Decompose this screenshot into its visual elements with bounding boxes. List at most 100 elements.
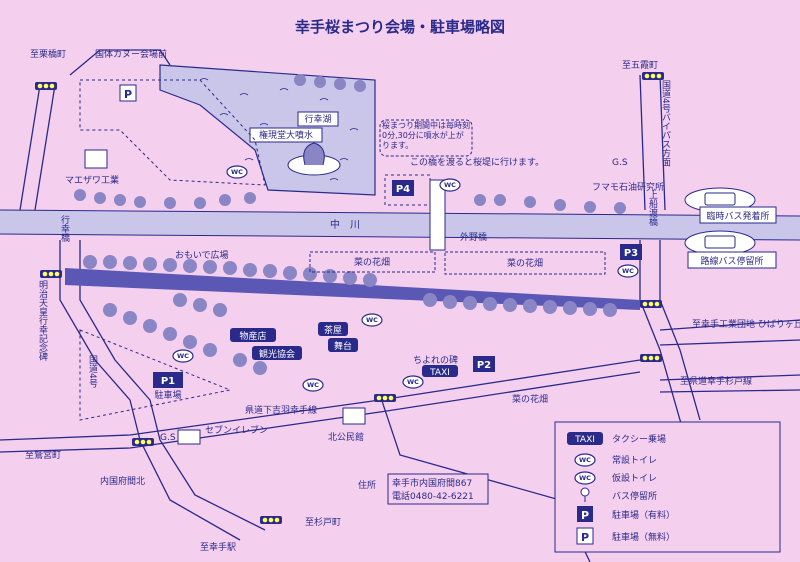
traffic-signal-east-2 xyxy=(640,354,662,362)
address-text: 幸手市内国府間867 xyxy=(392,477,472,489)
to-kurihashi-label: 至栗橋町 xyxy=(30,48,66,60)
legend-wc-perm-label: 常設トイレ xyxy=(612,454,657,466)
road-north-west xyxy=(19,84,56,211)
to-sugito-town-label: 至杉戸町 xyxy=(305,516,341,528)
uchikoku-north-label: 内国府間北 xyxy=(100,475,145,487)
svg-text:WC: WC xyxy=(307,381,319,389)
bridge-crossing xyxy=(429,179,446,251)
route-bus-bus-icon xyxy=(684,230,756,256)
svg-text:WC: WC xyxy=(622,267,634,275)
wc-marker-6[interactable]: WC xyxy=(402,375,424,389)
p2-label: P2 xyxy=(477,360,491,371)
cherry-embankment xyxy=(65,268,640,310)
bypass-road xyxy=(639,74,666,211)
kamifunato-label: 上船渡橋 xyxy=(647,190,658,227)
legend-p-paid-label: 駐車場（有料） xyxy=(612,509,675,521)
bridge-note-label: この橋を渡ると桜堤に行けます。 xyxy=(410,156,544,168)
bussan-box xyxy=(230,328,276,342)
traffic-signal-northwest xyxy=(35,82,57,90)
traffic-signal-west xyxy=(40,270,62,278)
meiji-monument-label: 明治天皇行幸記念碑 xyxy=(37,280,48,362)
svg-text:WC: WC xyxy=(579,456,591,464)
p2-marker[interactable] xyxy=(473,356,495,372)
legend-p-free-label: 駐車場（無料） xyxy=(612,531,675,543)
wc-marker-1[interactable]: WC xyxy=(226,165,248,179)
legend-taxi-icon xyxy=(567,432,603,445)
p1-parking-label: 駐車場 xyxy=(154,389,181,401)
to-goka-label: 至五霞町 xyxy=(622,60,658,71)
gyoko-lake-label: 行幸湖 xyxy=(304,113,331,125)
traffic-signal-east-1 xyxy=(640,300,662,308)
nanohana-label-1: 菜の花畑 xyxy=(354,256,390,268)
route4-label: 国道4号 xyxy=(87,355,98,389)
p4-area xyxy=(384,174,431,206)
chaya-box xyxy=(318,322,348,336)
omoide-label: おもいで広場 xyxy=(175,249,229,261)
fountain-icon xyxy=(287,142,341,176)
butai-label: 舞台 xyxy=(334,340,352,352)
nanohana-field-1 xyxy=(309,251,436,273)
taxi-stand[interactable] xyxy=(422,365,458,377)
legend-p-free-letter: P xyxy=(581,531,589,544)
traffic-signal-south xyxy=(260,516,282,524)
wc-marker-7[interactable]: WC xyxy=(617,264,639,278)
route-bus-box xyxy=(687,251,777,269)
wc-marker-2[interactable]: WC xyxy=(439,178,461,192)
svg-text:WC: WC xyxy=(231,168,243,176)
cherry-notice-box xyxy=(379,119,473,157)
kita-kominkan-building xyxy=(342,407,366,425)
traffic-signal-center xyxy=(374,394,396,402)
fumoto-oil-label: フマモ石油研究所 xyxy=(592,181,664,193)
parking-north-area xyxy=(79,79,266,186)
p1-label: P1 xyxy=(161,376,175,387)
maezawa-label: マエザワ工業 xyxy=(65,174,119,186)
kita-kominkan-label: 北公民館 xyxy=(328,431,364,443)
p1-marker[interactable] xyxy=(153,372,183,388)
wc-marker-3[interactable]: WC xyxy=(361,313,383,327)
wc-marker-5[interactable]: WC xyxy=(302,378,324,392)
legend-p-paid-icon xyxy=(577,506,593,522)
svg-text:WC: WC xyxy=(444,181,456,189)
address-heading: 住所 xyxy=(358,479,376,491)
maezawa-building xyxy=(84,149,108,169)
address-box xyxy=(387,473,489,505)
p1-area xyxy=(79,329,232,421)
svg-text:WC: WC xyxy=(407,378,419,386)
legend-wc-temp-label: 仮設トイレ xyxy=(612,472,657,484)
traffic-signal-southwest xyxy=(132,438,154,446)
legend-p-free-icon xyxy=(576,527,594,545)
to-sugito-road-label: 至県道幸手杉戸線 xyxy=(680,375,752,387)
sotono-bridge-label: 外野橋 xyxy=(460,231,487,243)
nanohana-label-3: 菜の花畑 xyxy=(512,393,548,405)
gyoko-bridge-label: 行幸橋 xyxy=(59,214,70,243)
svg-text:WC: WC xyxy=(579,474,591,482)
to-washinomiya-label: 至鷲宮町 xyxy=(25,449,61,461)
route4-road-b xyxy=(79,240,266,531)
parking-free-north[interactable] xyxy=(119,84,137,102)
fountain-label: 権現堂大噴水 xyxy=(259,129,313,141)
road-east-sugito xyxy=(659,374,800,393)
bypass-label: 国道4号バイパス方面 xyxy=(660,80,671,168)
bussan-label: 物産店 xyxy=(239,330,266,342)
river-label: 中 川 xyxy=(330,218,360,231)
temp-bus-box xyxy=(699,206,777,224)
prefectural-road xyxy=(0,359,641,453)
p3-label: P3 xyxy=(624,248,638,259)
p4-marker[interactable] xyxy=(392,180,414,196)
seven-eleven-label: セブンイレブン xyxy=(205,424,268,436)
taxi-stand-label: TAXI xyxy=(429,368,450,378)
legend-bus-stop-icon xyxy=(580,487,590,502)
lake-label-box xyxy=(297,111,339,127)
legend-wc-temp-icon: WC xyxy=(574,471,596,485)
cherry-trees xyxy=(74,74,626,375)
wc-marker-4[interactable]: WC xyxy=(172,349,194,363)
p3-marker[interactable] xyxy=(620,244,642,260)
to-satte-station-label: 至幸手駅 xyxy=(200,541,236,553)
route4-road-a xyxy=(59,240,241,541)
traffic-signal-bypass xyxy=(642,72,664,80)
nanohana-label-2: 菜の花畑 xyxy=(507,257,543,269)
canoe-venue-label: 国体カヌー会場前 xyxy=(95,48,167,60)
map-title: 幸手桜まつり会場・駐車場略図 xyxy=(295,18,505,36)
legend-p-paid-letter: P xyxy=(581,509,589,522)
